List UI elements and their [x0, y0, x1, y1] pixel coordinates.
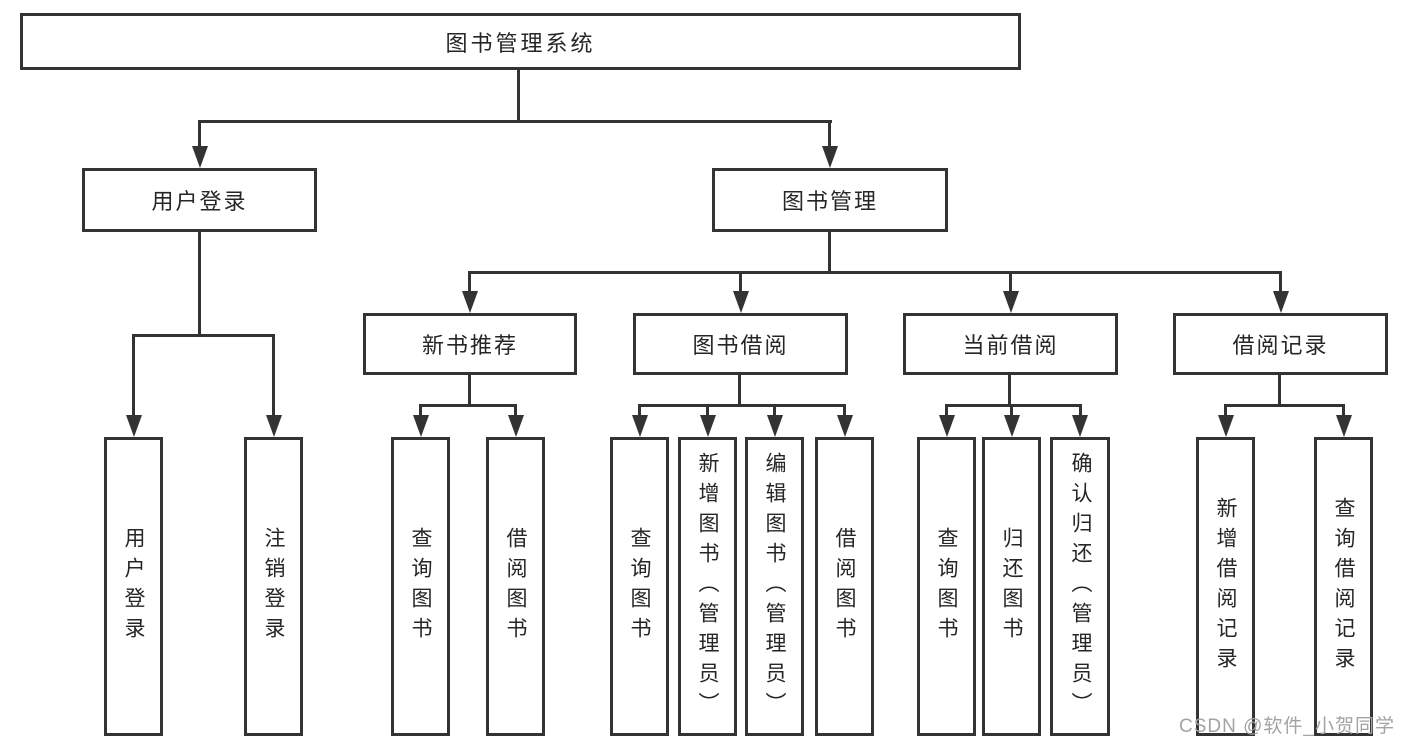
arrow-down-icon	[126, 415, 142, 437]
connector-line	[514, 404, 517, 417]
node-borrow-books-recommend: 借阅图书	[486, 437, 545, 736]
node-add-books-admin: 新增图书（管理员）	[678, 437, 737, 736]
arrow-down-icon	[767, 415, 783, 437]
connector-line	[517, 70, 520, 123]
watermark: CSDN @软件_小贺同学	[1179, 716, 1395, 737]
node-query-books-recommend: 查询图书	[391, 437, 450, 736]
node-book-borrowing: 图书借阅	[633, 313, 848, 375]
connector-line	[1079, 404, 1082, 417]
connector-line	[1010, 404, 1013, 417]
connector-line	[773, 404, 776, 417]
connector-line	[468, 271, 1282, 274]
connector-line	[419, 404, 422, 417]
arrow-down-icon	[1003, 291, 1019, 313]
node-borrow-books-borrow: 借阅图书	[815, 437, 874, 736]
connector-line	[828, 120, 831, 148]
connector-line	[468, 271, 471, 293]
node-query-books-current: 查询图书	[917, 437, 976, 736]
connector-line	[828, 232, 831, 274]
connector-line	[843, 404, 846, 417]
arrow-down-icon	[632, 415, 648, 437]
connector-line	[132, 334, 275, 337]
connector-line	[272, 334, 275, 417]
connector-line	[1224, 404, 1227, 417]
connector-line	[1342, 404, 1345, 417]
node-library-management-system: 图书管理系统	[20, 13, 1021, 70]
node-book-management: 图书管理	[712, 168, 948, 232]
node-user-login: 用户登录	[82, 168, 317, 232]
arrow-down-icon	[1004, 415, 1020, 437]
connector-line	[132, 334, 135, 417]
node-add-borrow-record: 新增借阅记录	[1196, 437, 1255, 736]
connector-line	[706, 404, 709, 417]
arrow-down-icon	[508, 415, 524, 437]
connector-line	[198, 232, 201, 337]
arrow-down-icon	[837, 415, 853, 437]
arrow-down-icon	[1072, 415, 1088, 437]
connector-line	[738, 375, 741, 407]
connector-line	[945, 404, 948, 417]
node-query-books-borrow: 查询图书	[610, 437, 669, 736]
connector-line	[739, 271, 742, 293]
node-user-login-action: 用户登录	[104, 437, 163, 736]
arrow-down-icon	[192, 146, 208, 168]
arrow-down-icon	[1218, 415, 1234, 437]
connector-line	[1009, 271, 1012, 293]
arrow-down-icon	[700, 415, 716, 437]
connector-line	[638, 404, 846, 407]
arrow-down-icon	[413, 415, 429, 437]
connector-line	[638, 404, 641, 417]
node-borrowing-records: 借阅记录	[1173, 313, 1388, 375]
arrow-down-icon	[822, 146, 838, 168]
connector-line	[1278, 375, 1281, 407]
arrow-down-icon	[939, 415, 955, 437]
arrow-down-icon	[1273, 291, 1289, 313]
arrow-down-icon	[1336, 415, 1352, 437]
connector-line	[945, 404, 1082, 407]
arrow-down-icon	[462, 291, 478, 313]
node-confirm-return-admin: 确认归还（管理员）	[1050, 437, 1110, 736]
arrow-down-icon	[266, 415, 282, 437]
node-logout-action: 注销登录	[244, 437, 303, 736]
node-edit-books-admin: 编辑图书（管理员）	[745, 437, 804, 736]
connector-line	[468, 375, 471, 407]
node-return-books: 归还图书	[982, 437, 1041, 736]
connector-line	[1224, 404, 1345, 407]
arrow-down-icon	[733, 291, 749, 313]
connector-line	[198, 120, 201, 148]
connector-line	[1279, 271, 1282, 293]
connector-line	[1008, 375, 1011, 407]
node-new-book-recommendation: 新书推荐	[363, 313, 577, 375]
node-current-borrowing: 当前借阅	[903, 313, 1118, 375]
connector-line	[419, 404, 517, 407]
connector-line	[198, 120, 832, 123]
node-query-borrow-record: 查询借阅记录	[1314, 437, 1373, 736]
